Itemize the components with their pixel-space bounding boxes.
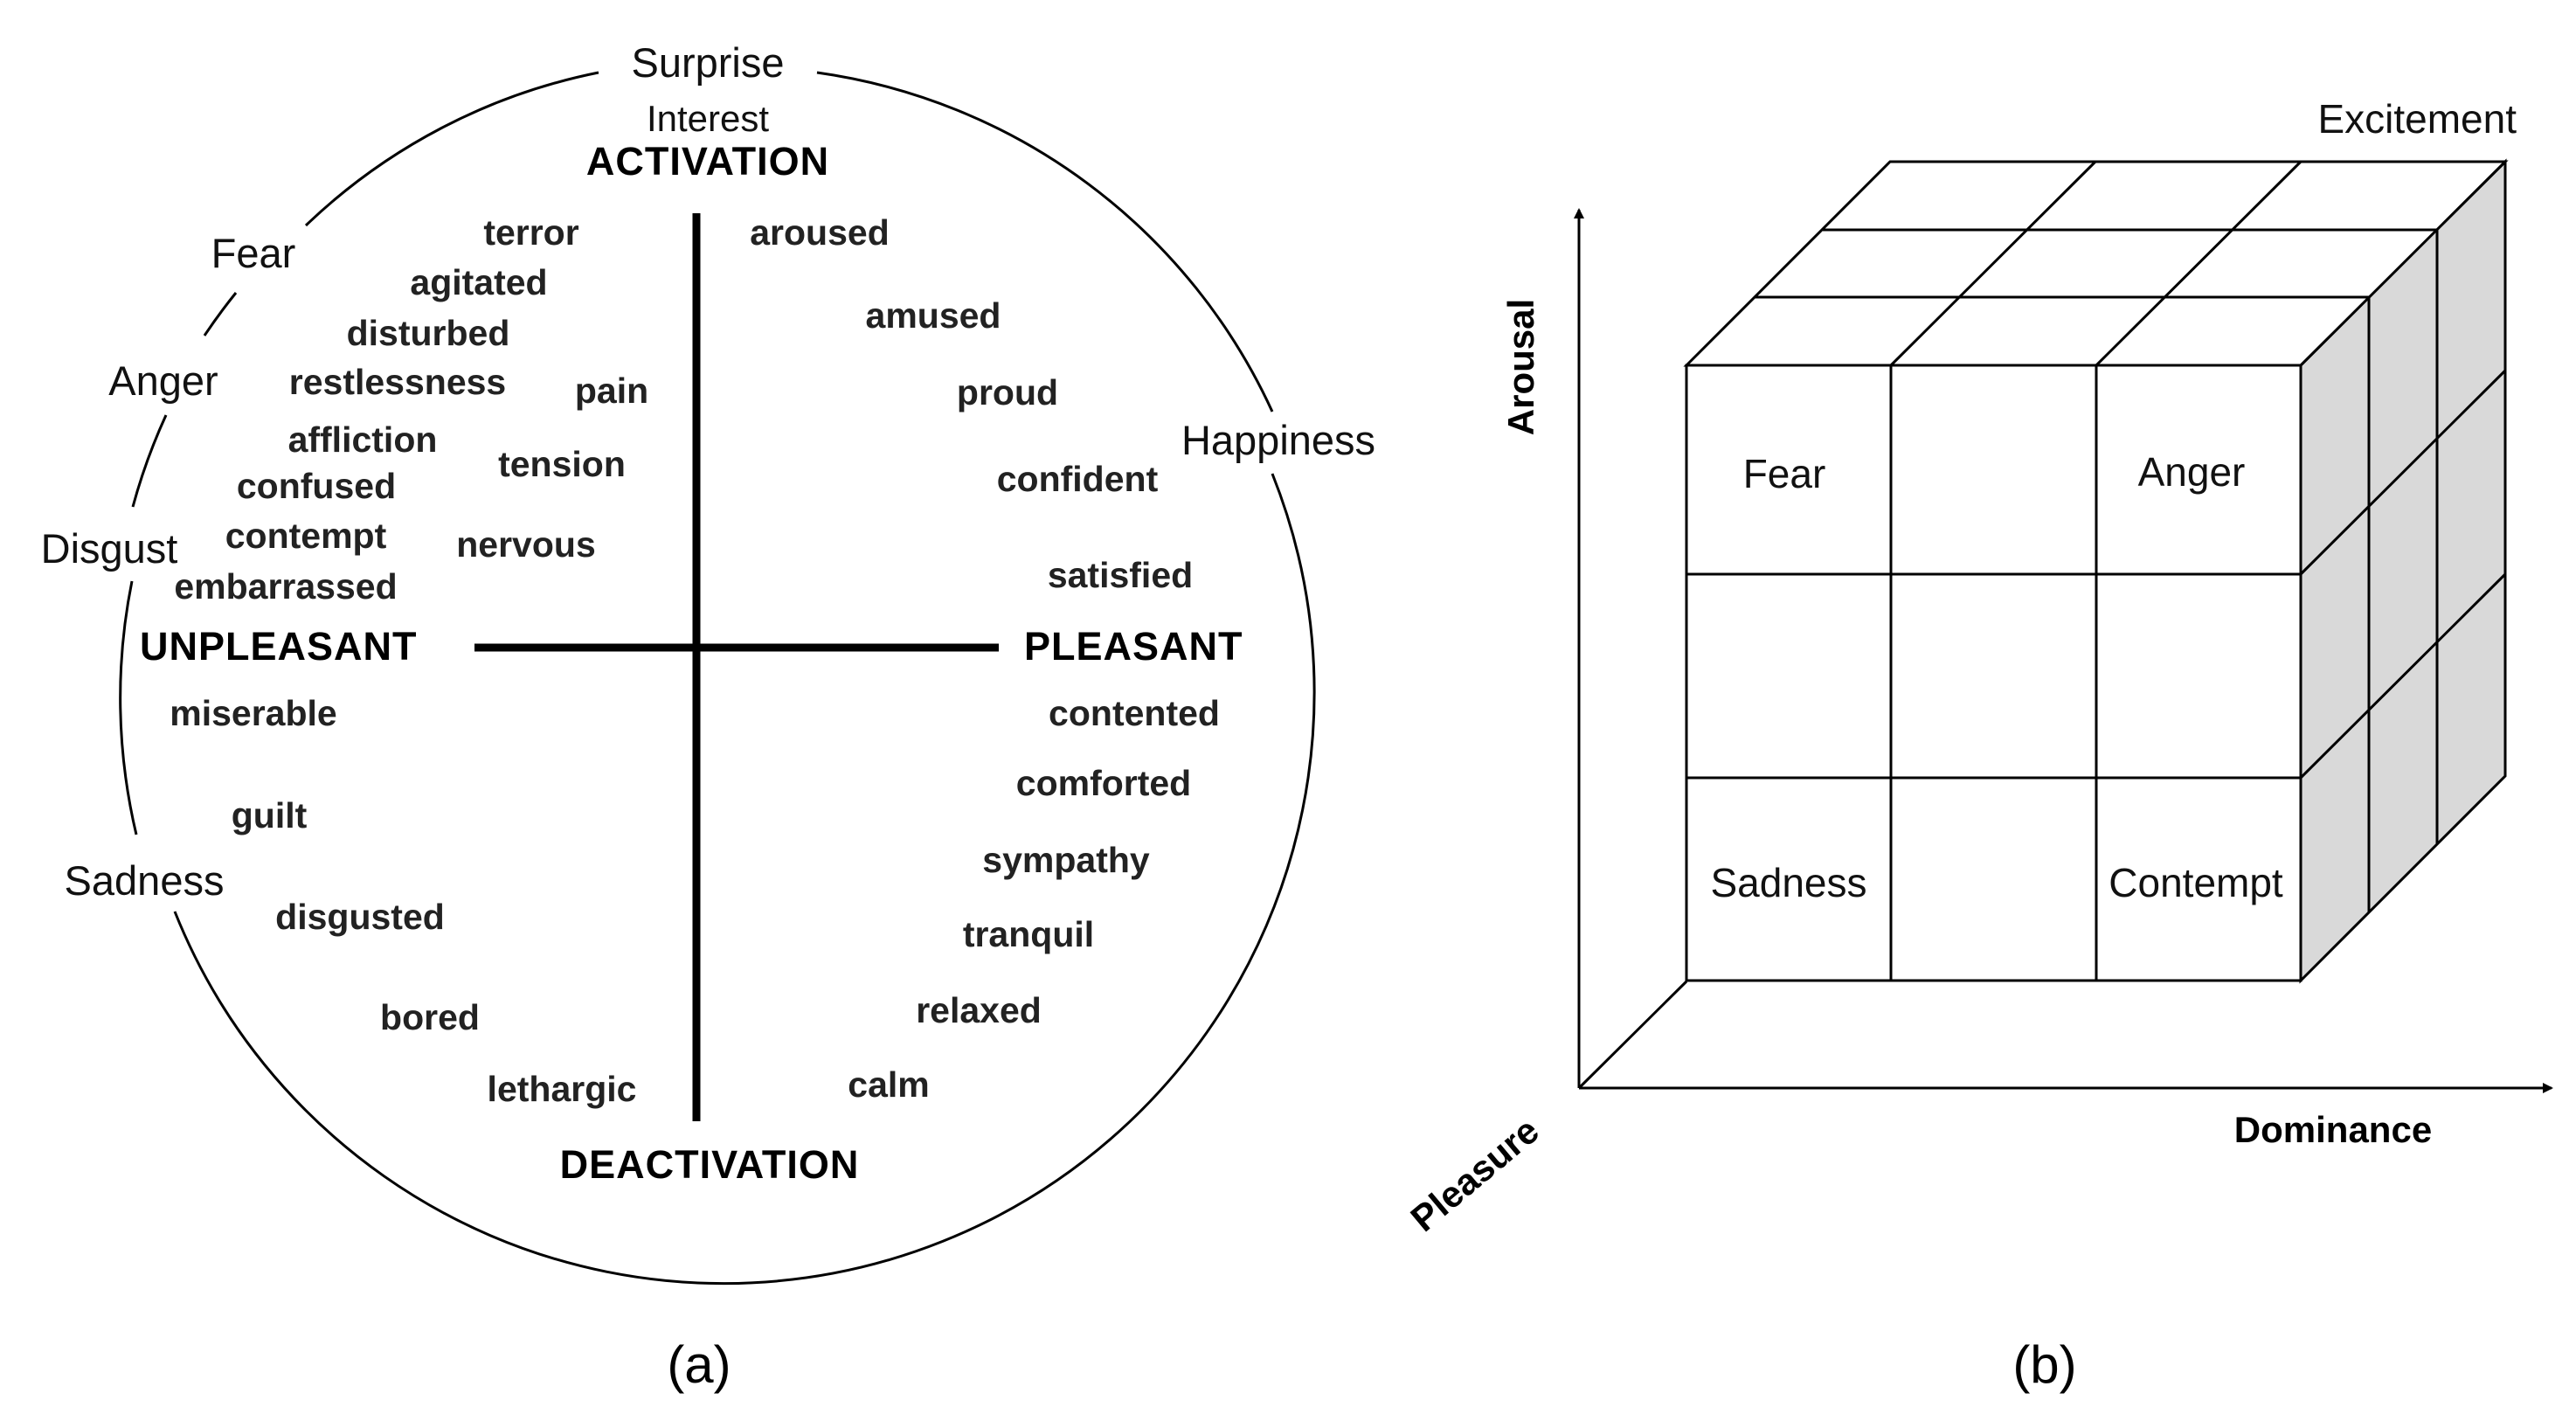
cube-label-contempt: Contempt	[2109, 860, 2283, 905]
circle-arc-right-bottom-left	[173, 473, 1316, 1286]
circumplex-circle	[119, 71, 1316, 1286]
circle-arc-top-right	[816, 71, 1274, 412]
axis-label-arousal: Arousal	[1500, 299, 1541, 435]
cube-label-anger: Anger	[2138, 449, 2246, 495]
cube-grid	[1686, 160, 2507, 981]
word-aroused: aroused	[750, 212, 890, 253]
word-satisfied: satisfied	[1048, 555, 1193, 595]
word-embarrassed: embarrassed	[174, 566, 397, 607]
top-grid-d1	[1889, 160, 2097, 367]
word-tranquil: tranquil	[963, 914, 1094, 954]
word-disgusted: disgusted	[275, 897, 445, 937]
cube-label-fear: Fear	[1743, 451, 1826, 496]
word-proud: proud	[957, 372, 1058, 412]
cube-front-face	[1685, 364, 2302, 982]
word-nervous: nervous	[456, 524, 596, 565]
emotion-interest: Interest	[647, 98, 769, 139]
word-sympathy: sympathy	[982, 840, 1150, 880]
panel-b-cube: Excitement Fear Anger Sadness Contempt A…	[1402, 96, 2553, 1394]
side-grid-d2	[2299, 572, 2507, 780]
emotion-surprise: Surprise	[631, 39, 784, 86]
emotion-disgust: Disgust	[41, 525, 178, 572]
caption-b: (b)	[2012, 1335, 2076, 1394]
axis-label-pleasant: PLEASANT	[1024, 624, 1243, 669]
word-guilt: guilt	[232, 795, 308, 835]
word-miserable: miserable	[170, 693, 336, 733]
emotion-fear: Fear	[211, 230, 296, 276]
word-disturbed: disturbed	[347, 313, 510, 353]
word-terror: terror	[483, 212, 578, 253]
pleasure-axis	[1577, 980, 1688, 1090]
word-pain: pain	[575, 371, 648, 411]
word-contempt: contempt	[225, 516, 387, 556]
circle-arc-left-mid	[131, 414, 168, 508]
circle-arc-left-lower	[119, 580, 138, 835]
word-amused: amused	[866, 295, 1001, 336]
cube-label-excitement: Excitement	[2317, 96, 2517, 142]
axis-label-dominance: Dominance	[2234, 1109, 2432, 1150]
circle-arc-top-left	[304, 71, 599, 227]
panel-a-circumplex: ACTIVATION DEACTIVATION UNPLEASANT PLEAS…	[41, 39, 1375, 1394]
word-affliction: affliction	[288, 419, 438, 460]
word-confident: confident	[997, 459, 1159, 499]
word-calm: calm	[848, 1064, 929, 1105]
caption-a: (a)	[667, 1335, 731, 1394]
emotion-anger: Anger	[108, 357, 218, 404]
word-bored: bored	[380, 997, 480, 1037]
side-grid-d1	[2299, 369, 2507, 576]
axis-label-activation: ACTIVATION	[586, 139, 829, 184]
circle-arc-left-upper	[203, 292, 238, 336]
top-grid-d2	[2095, 160, 2302, 367]
word-comforted: comforted	[1016, 763, 1191, 803]
emotion-happiness: Happiness	[1181, 417, 1375, 463]
word-confused: confused	[237, 466, 396, 506]
word-agitated: agitated	[410, 262, 547, 302]
word-restlessness: restlessness	[289, 362, 506, 402]
axis-label-pleasure: Pleasure	[1402, 1110, 1546, 1240]
cube-label-sadness: Sadness	[1710, 860, 1866, 905]
word-tension: tension	[498, 444, 626, 484]
word-contented: contented	[1049, 693, 1220, 733]
emotion-sadness: Sadness	[65, 857, 225, 904]
word-relaxed: relaxed	[916, 990, 1042, 1030]
axis-label-unpleasant: UNPLEASANT	[140, 624, 418, 669]
word-lethargic: lethargic	[488, 1069, 637, 1109]
axis-label-deactivation: DEACTIVATION	[560, 1142, 860, 1187]
